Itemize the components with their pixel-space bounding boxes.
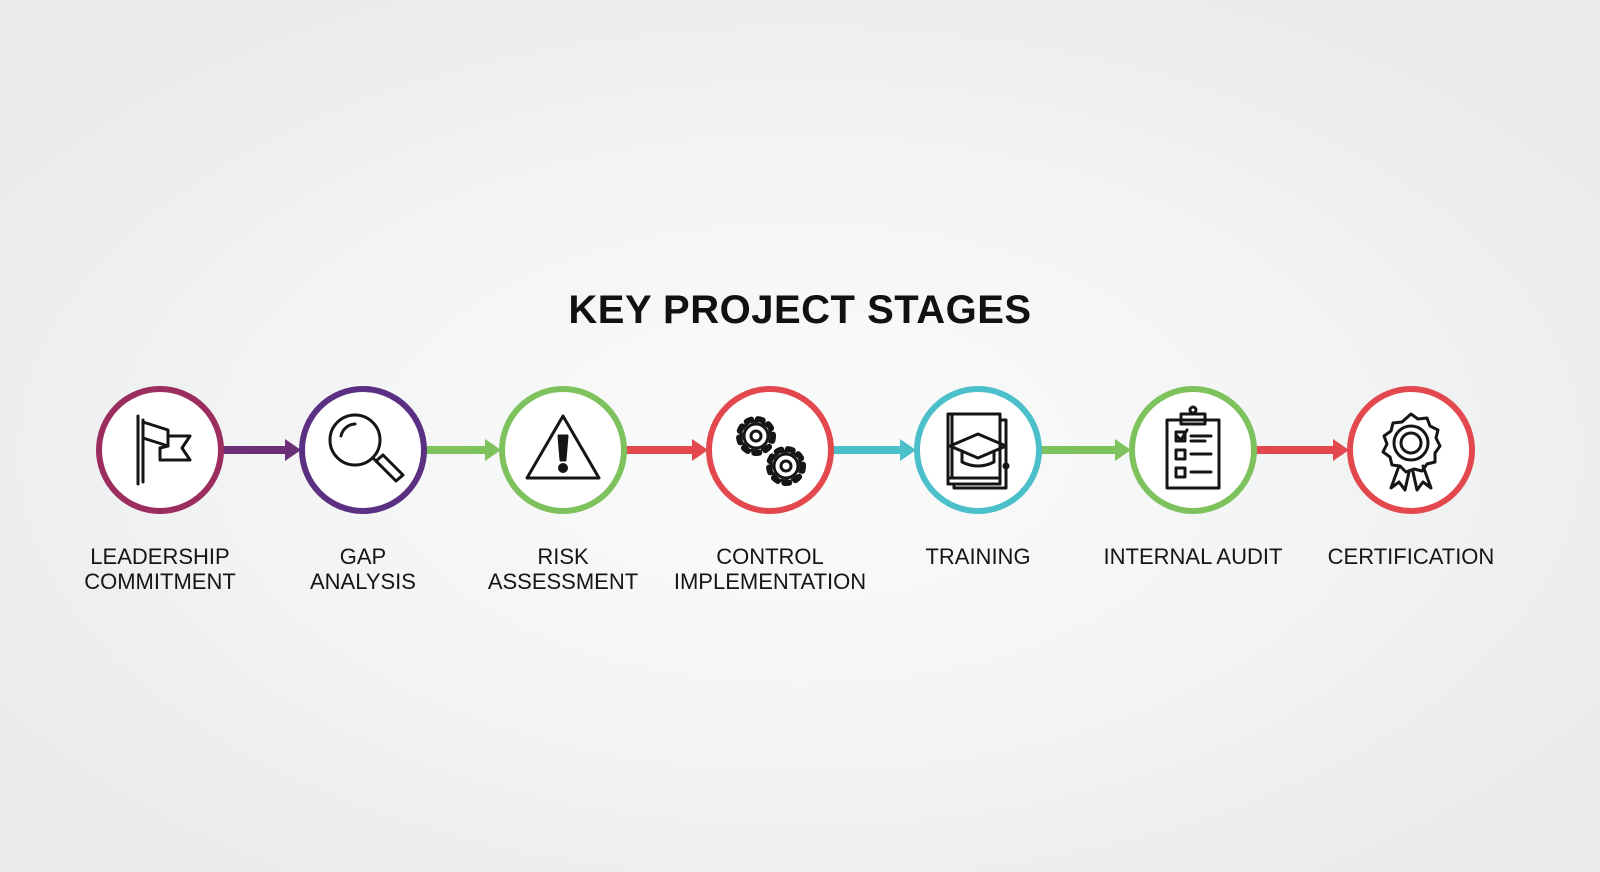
connector-arrow xyxy=(1040,439,1131,461)
stage-label: CERTIFICATION xyxy=(1327,544,1495,569)
stage-label: GAP ANALYSIS xyxy=(310,544,416,594)
connector-arrow xyxy=(625,439,708,461)
stage-ring xyxy=(914,386,1042,514)
stage-label: LEADERSHIP COMMITMENT xyxy=(84,544,236,594)
stage-node xyxy=(499,386,627,514)
connector-arrow xyxy=(222,439,301,461)
award-badge-icon xyxy=(1381,412,1442,492)
stage-node xyxy=(1129,386,1257,514)
flag-icon xyxy=(136,414,192,486)
stage-ring xyxy=(1129,386,1257,514)
stage-ring xyxy=(299,386,427,514)
graduation-book-icon xyxy=(946,412,1010,490)
stage-node xyxy=(299,386,427,514)
stage-label: CONTROL IMPLEMENTATION xyxy=(673,544,867,594)
magnifier-icon xyxy=(328,413,405,483)
stage-node xyxy=(1347,386,1475,514)
checklist-clipboard-icon xyxy=(1165,405,1221,490)
diagram-title: KEY PROJECT STAGES xyxy=(568,288,1032,332)
connector-arrow xyxy=(832,439,916,461)
gears-icon xyxy=(736,416,806,486)
connector-arrow xyxy=(1255,439,1349,461)
stage-label: INTERNAL AUDIT xyxy=(1103,544,1283,569)
connector-arrow xyxy=(425,439,501,461)
warning-icon xyxy=(525,414,601,480)
stage-node xyxy=(706,386,834,514)
stage-label: TRAINING xyxy=(925,544,1031,569)
stage-label: RISK ASSESSMENT xyxy=(487,544,639,594)
stage-ring xyxy=(1347,386,1475,514)
stage-node xyxy=(914,386,1042,514)
stage-node xyxy=(96,386,224,514)
